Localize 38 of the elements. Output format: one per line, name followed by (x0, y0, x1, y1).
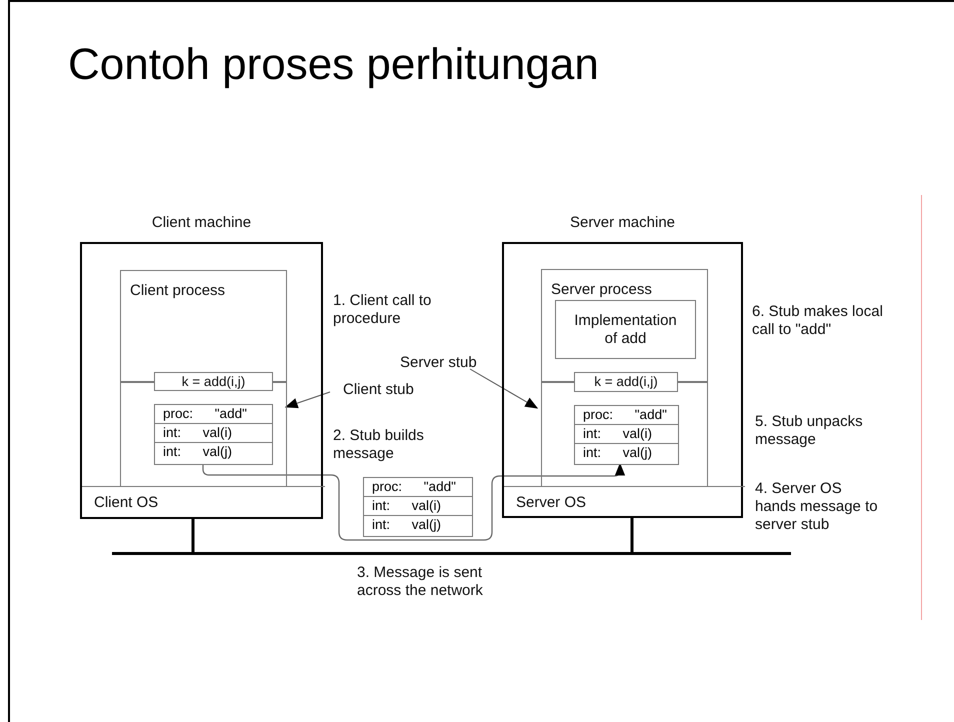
message-table (363, 477, 473, 537)
machine-label: Server machine (568, 214, 676, 232)
step-note: 3. Message is sent across the network (357, 564, 484, 600)
message-field: int: val(i) (364, 497, 472, 516)
callout-label: Server stub (400, 354, 477, 372)
machine-label: Client machine (150, 214, 252, 232)
step-note: 5. Stub unpacks message (755, 413, 864, 449)
message-field: int: val(j) (575, 444, 678, 462)
os-band: Server OS (504, 486, 745, 520)
slide-title: Contoh proses perhitungan (68, 40, 599, 90)
call-statement: k = add(i,j) (574, 372, 678, 392)
callout-label: Client stub (343, 381, 414, 399)
message-table (574, 405, 679, 465)
leader-arrow (470, 368, 538, 409)
message-field: proc: "add" (155, 405, 272, 424)
os-band: Client OS (82, 486, 325, 521)
process-label: Client process (130, 282, 226, 300)
call-statement: k = add(i,j) (154, 372, 273, 391)
message-path (202, 462, 626, 541)
leader-arrow (284, 392, 330, 408)
process-box (541, 269, 708, 487)
message-field: proc: "add" (364, 478, 472, 497)
message-field: int: val(i) (575, 425, 678, 444)
step-note: 1. Client call to procedure (333, 292, 432, 328)
step-note: 2. Stub builds message (333, 427, 425, 463)
message-table (154, 404, 273, 465)
network-connection (192, 519, 194, 552)
message-field: int: val(j) (155, 443, 272, 461)
step-note: 4. Server OS hands message to server stub (755, 480, 879, 534)
message-field: proc: "add" (575, 406, 678, 425)
implementation-box: Implementation of add (555, 300, 696, 359)
network-line (112, 552, 791, 555)
message-field: int: val(i) (155, 424, 272, 443)
network-connection (630, 518, 634, 552)
process-label: Server process (551, 281, 652, 299)
message-field: int: val(j) (364, 516, 472, 534)
step-note: 6. Stub makes local call to "add" (752, 303, 884, 339)
process-box (120, 270, 287, 487)
